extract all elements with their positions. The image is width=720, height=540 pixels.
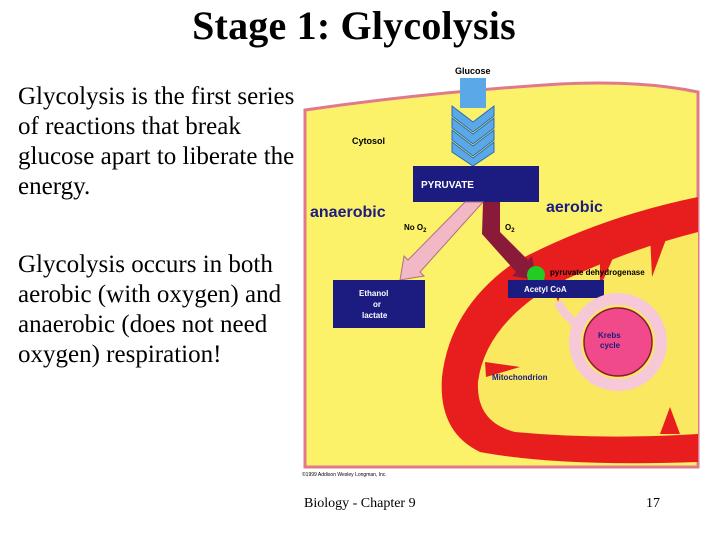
or-label: or bbox=[373, 300, 381, 309]
ethanol-lactate-box bbox=[333, 280, 425, 328]
pyruvate-box bbox=[413, 166, 539, 202]
anaerobic-label: anaerobic bbox=[310, 204, 386, 221]
ethanol-label: Ethanol bbox=[359, 289, 388, 298]
acetyl-coa-box bbox=[508, 280, 604, 298]
pyruvate-dehydrogenase-label: pyruvate dehydrogenase bbox=[550, 268, 645, 277]
lactate-label: lactate bbox=[362, 311, 388, 320]
aerobic-label: aerobic bbox=[546, 199, 603, 216]
aerobic-arrow bbox=[482, 202, 536, 280]
krebs-cycle-ring bbox=[569, 293, 667, 391]
anaerobic-arrow bbox=[399, 201, 485, 281]
no-o2-label: No O2 bbox=[404, 223, 427, 234]
pyruvate-dehydrogenase-dot bbox=[527, 266, 545, 284]
glucose-label: Glucose bbox=[455, 66, 491, 76]
krebs-arrow-icon bbox=[554, 300, 581, 328]
cycle-label: cycle bbox=[600, 341, 621, 350]
respiration-paragraph: Glycolysis occurs in both aerobic (with … bbox=[18, 251, 282, 368]
glucose-arrow bbox=[451, 78, 495, 167]
o2-label: O2 bbox=[505, 223, 515, 234]
acetyl-coa-label: Acetyl CoA bbox=[524, 285, 567, 294]
intro-paragraph: Glycolysis is the first series of reacti… bbox=[18, 83, 295, 200]
slide-title: Stage 1: Glycolysis bbox=[192, 3, 516, 48]
krebs-label: Krebs bbox=[598, 331, 621, 340]
mitochondrion-label: Mitochondrion bbox=[492, 373, 548, 382]
cytosol-label: Cytosol bbox=[352, 136, 385, 146]
copyright-label: ©1999 Addison Wesley Longman, Inc. bbox=[302, 471, 387, 478]
footer-page-number: 17 bbox=[646, 496, 660, 511]
krebs-cycle-circle bbox=[583, 307, 653, 377]
pyruvate-label: PYRUVATE bbox=[421, 180, 474, 191]
glycolysis-diagram: Glucose Cytosol PYRUVATE anaerobic aerob… bbox=[302, 66, 700, 478]
footer-chapter: Biology - Chapter 9 bbox=[304, 496, 416, 511]
